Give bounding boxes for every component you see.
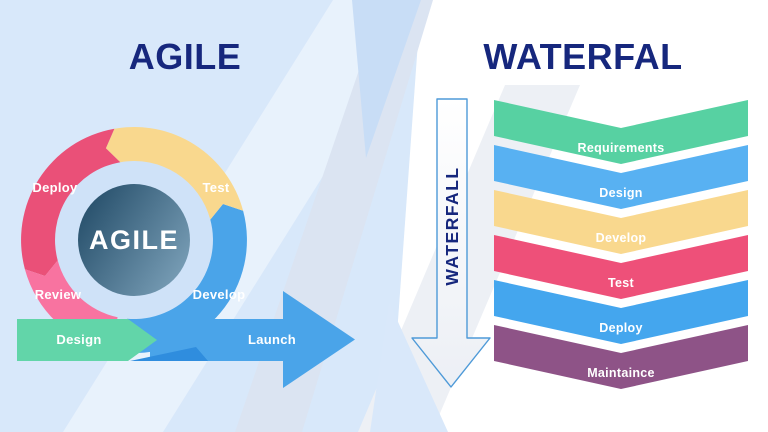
agile-label-develop: Develop — [193, 287, 246, 302]
launch-arrow-shadow-fold — [130, 347, 208, 361]
waterfall-chevron-maintaince — [494, 325, 748, 389]
waterfall-diagram: WATERFALL Requirements Design Develop Te… — [411, 98, 748, 389]
design-bar-arrow — [17, 319, 157, 361]
agile-label-review: Review — [35, 287, 82, 302]
agile-label-deploy: Deploy — [32, 180, 78, 195]
waterfall-chevron-design — [494, 145, 748, 209]
waterfall-label-design: Design — [599, 186, 642, 200]
waterfall-label-test: Test — [608, 276, 635, 290]
agile-segment-develop — [124, 204, 247, 354]
agile-segment-test — [105, 126, 244, 220]
waterfall-chevron-requirements — [494, 100, 748, 164]
design-bar-label: Design — [56, 332, 101, 347]
waterfall-arrow-label: WATERFALL — [442, 166, 462, 285]
waterfall-chevron-develop — [494, 190, 748, 254]
waterfall-chevron-test — [494, 235, 748, 299]
waterfall-section-title: WATERFAL — [483, 36, 683, 77]
agile-section-title: AGILE — [128, 36, 242, 77]
agile-center-circle — [78, 184, 190, 296]
waterfall-step-maintaince: Maintaince — [494, 325, 748, 389]
waterfall-step-develop: Develop — [494, 190, 748, 254]
waterfall-label-deploy: Deploy — [599, 321, 642, 335]
waterfall-label-requirements: Requirements — [578, 141, 665, 155]
agile-label-test: Test — [203, 180, 230, 195]
waterfall-step-test: Test — [494, 235, 748, 299]
agile-cycle-diagram: Deploy Test Review Develop Design Launch… — [17, 126, 355, 388]
agile-segment-deploy — [21, 128, 121, 276]
waterfall-label-maintaince: Maintaince — [587, 366, 655, 380]
waterfall-label-develop: Develop — [596, 231, 647, 245]
waterfall-step-design: Design — [494, 145, 748, 209]
waterfall-down-arrow — [411, 98, 491, 388]
launch-arrow — [150, 291, 355, 388]
agile-center-label: AGILE — [89, 225, 179, 255]
waterfall-step-deploy: Deploy — [494, 280, 748, 344]
launch-arrow-label: Launch — [248, 332, 296, 347]
waterfall-step-requirements: Requirements — [494, 100, 748, 164]
waterfall-chevron-deploy — [494, 280, 748, 344]
